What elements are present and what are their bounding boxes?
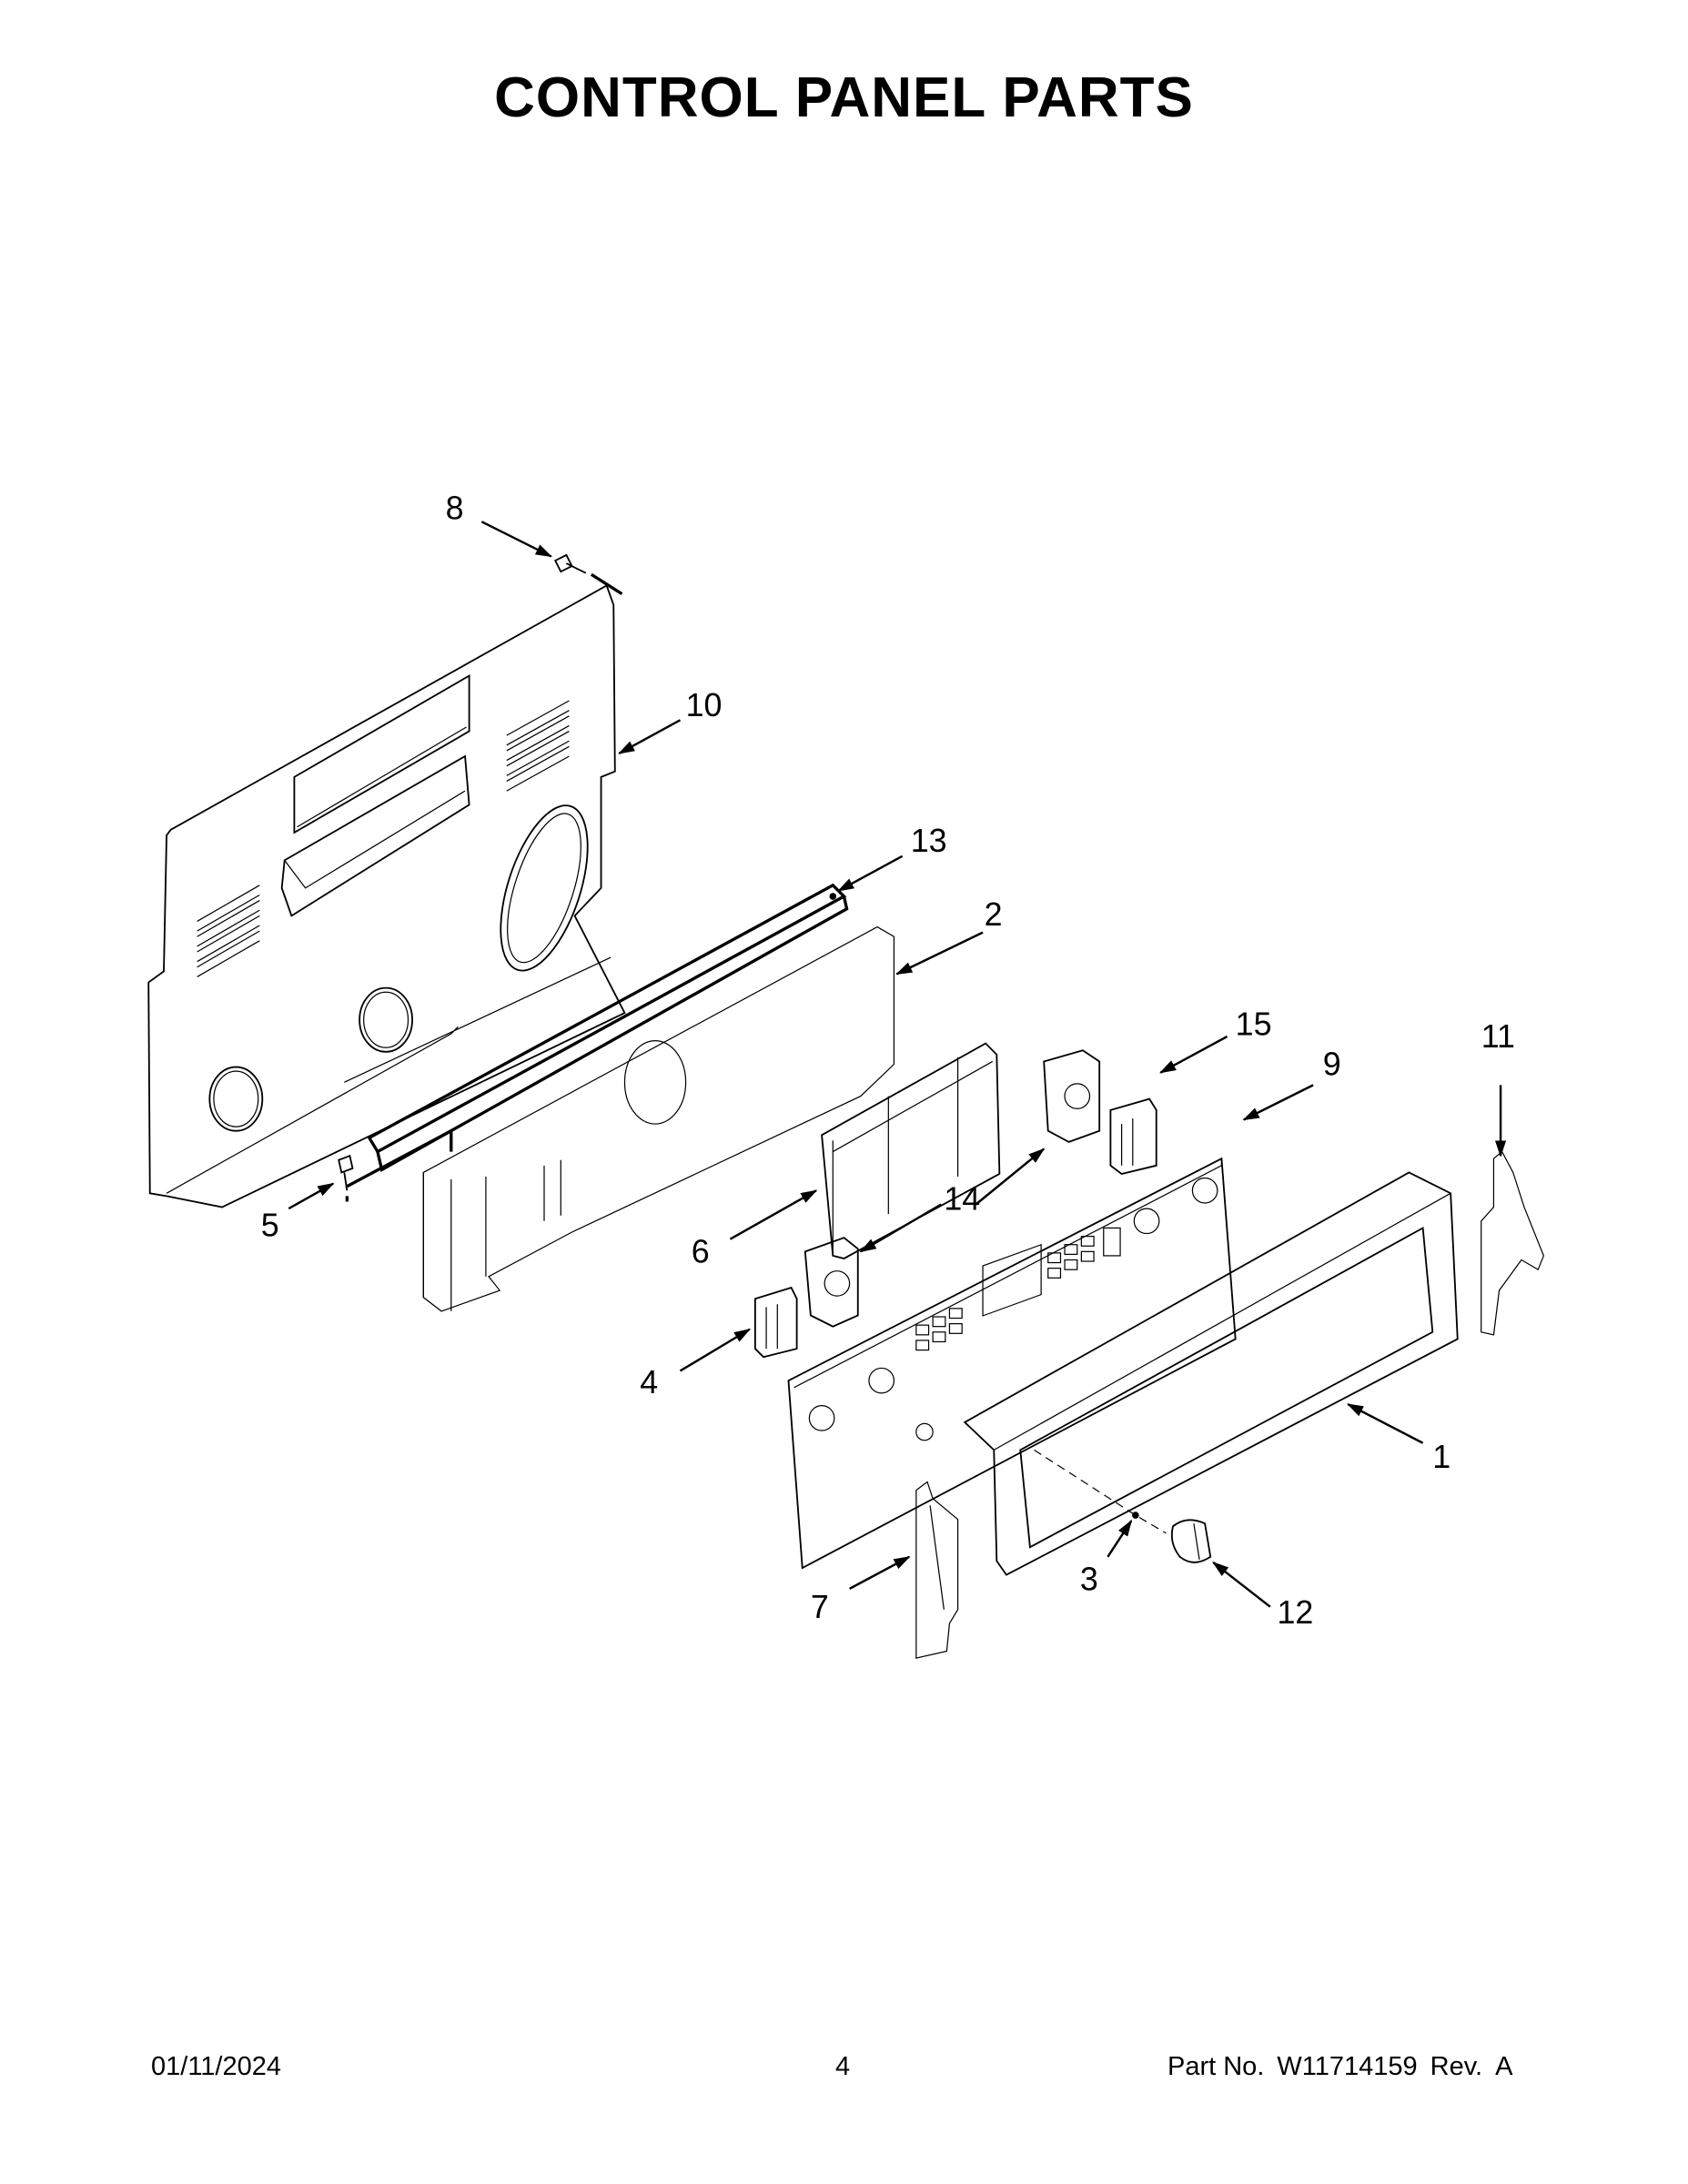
part-14-switch-upper (1043, 1049, 1101, 1143)
part-15-switch (1109, 1097, 1157, 1175)
part-13-trim-strip (367, 883, 849, 1172)
callout-13: 13 (911, 823, 947, 859)
callout-11: 11 (1481, 1018, 1515, 1055)
part-7-bracket (915, 1481, 959, 1659)
page-title: CONTROL PANEL PARTS (494, 66, 1194, 129)
callout-1: 1 (1432, 1439, 1450, 1475)
part-no-value: W11714159 (1277, 2052, 1418, 2081)
callout-8: 8 (446, 490, 464, 526)
part-8-screw (553, 553, 623, 596)
rev-value: A (1495, 2052, 1513, 2081)
callout-3: 3 (1080, 1561, 1098, 1597)
part-12-knob (1170, 1519, 1212, 1563)
callout-12: 12 (1277, 1594, 1313, 1631)
callout-2: 2 (985, 896, 1003, 933)
part-1-trim-assembly (963, 1171, 1459, 1576)
callout-4: 4 (640, 1364, 658, 1400)
footer-date: 01/11/2024 (151, 2052, 281, 2081)
part-3-clip (1034, 1449, 1167, 1534)
part-11-bracket (1481, 1150, 1545, 1336)
callout-9: 9 (1323, 1046, 1341, 1083)
callout-arrows (288, 521, 1507, 1608)
part-4-switch (753, 1286, 798, 1359)
part-6-control-board (821, 1042, 1001, 1259)
part-9-control-panel (787, 1157, 1237, 1570)
part-10-backguard-panel (147, 584, 626, 1208)
callout-10: 10 (686, 687, 723, 723)
footer-part-number: Part No. W11714159 Rev. A (1167, 2052, 1512, 2082)
part-no-label: Part No. (1167, 2052, 1265, 2081)
part-2-control-bracket (346, 925, 895, 1312)
callout-7: 7 (811, 1589, 829, 1625)
part-14-switch-lower (804, 1237, 859, 1328)
callout-15: 15 (1236, 1006, 1272, 1042)
callout-6: 6 (692, 1234, 710, 1270)
callout-14: 14 (944, 1181, 980, 1218)
callout-labels: 8 10 13 2 15 11 9 14 5 6 4 1 3 12 7 (261, 490, 1515, 1631)
rev-label: Rev. (1430, 2052, 1483, 2081)
footer-page-number: 4 (835, 2052, 851, 2081)
callout-5: 5 (261, 1208, 279, 1244)
part-5-screw (338, 1154, 354, 1202)
